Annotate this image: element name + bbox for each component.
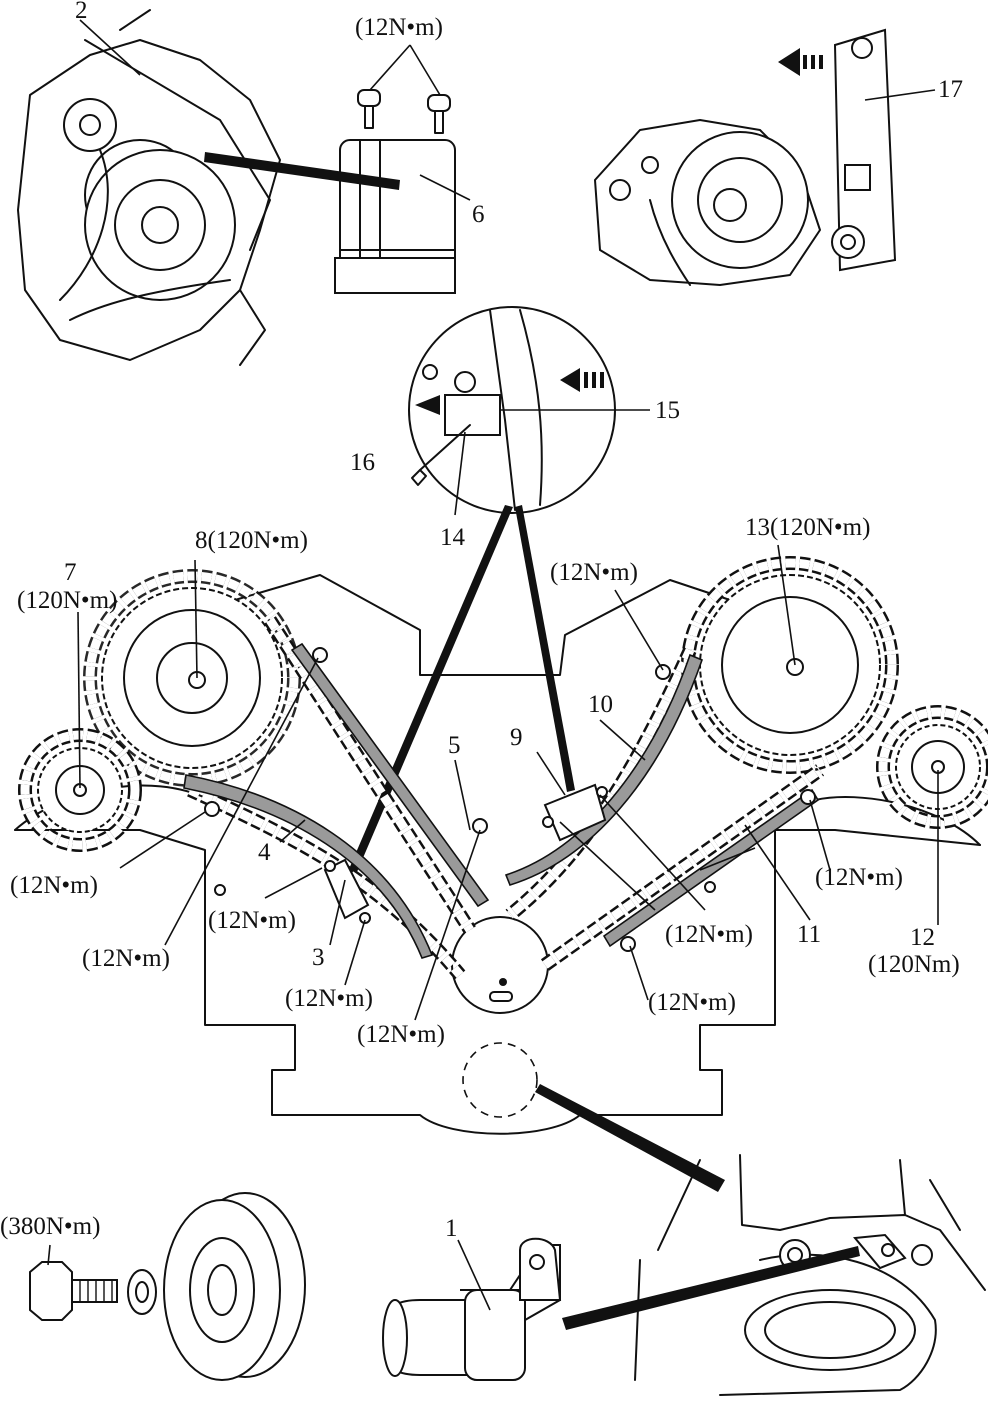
chain-guide-5 xyxy=(290,642,490,908)
callout-8: 8(120N•m) xyxy=(195,527,308,554)
crank-holding-tool: 1 xyxy=(382,1215,562,1381)
pointer-tool-to-mount xyxy=(562,1246,860,1330)
callout-7: 7 xyxy=(64,559,77,586)
torque-bolts-6: (12N•m) xyxy=(355,14,443,41)
callout-14: 14 xyxy=(440,524,466,551)
callout-15: 15 xyxy=(655,397,680,424)
torque-right-guide-11: (12N•m) xyxy=(815,864,903,891)
torque-guide-10-top: (12N•m) xyxy=(550,559,638,586)
callout-9: 9 xyxy=(510,724,523,751)
callout-4: 4 xyxy=(258,839,271,866)
left-small-sprocket xyxy=(37,747,123,833)
callout-2: 2 xyxy=(75,0,88,24)
right-camshaft-sprocket xyxy=(699,574,881,756)
callout-16: 16 xyxy=(350,449,375,476)
tensioner-lock-detail: 15 16 14 xyxy=(350,306,680,551)
crank-pulley xyxy=(163,1192,306,1381)
chain-guide-4 xyxy=(183,774,434,959)
pulley-bolt xyxy=(29,1261,118,1321)
crank-pulley-detail: (380N•m) xyxy=(0,1192,306,1381)
left-camshaft-sprocket xyxy=(101,587,283,769)
bolt-right xyxy=(427,94,451,134)
torque-right-lower: (12N•m) xyxy=(648,989,736,1016)
tensioner-9 xyxy=(542,783,608,842)
pointer-to-crank-detail xyxy=(535,1084,725,1192)
crank-mount-detail xyxy=(634,1154,986,1396)
torque-guide-10-lower: (12N•m) xyxy=(665,921,753,948)
torque-7: (120N•m) xyxy=(17,587,117,614)
bolt-left xyxy=(357,89,381,129)
torque-guide-5-lower: (12N•m) xyxy=(357,1021,445,1048)
callout-10: 10 xyxy=(588,691,613,718)
torque-tensioner-3-lower: (12N•m) xyxy=(285,985,373,1012)
torque-left-lower: (12N•m) xyxy=(82,945,170,972)
callout-6: 6 xyxy=(472,201,485,228)
top-left-detail: 2 (12N•m) 6 xyxy=(17,0,485,366)
callout-13: 13(120N•m) xyxy=(745,514,870,541)
pointer-to-tensioner-9 xyxy=(515,505,575,792)
callout-3: 3 xyxy=(312,944,325,971)
pointer-to-tensioner-3 xyxy=(337,505,513,900)
top-right-detail: 17 xyxy=(594,28,963,286)
tensioner-3 xyxy=(323,858,371,924)
chain-guide-11 xyxy=(602,788,820,948)
torque-12: (120Nm) xyxy=(868,951,960,978)
callout-17: 17 xyxy=(938,76,963,103)
callout-5: 5 xyxy=(448,732,461,759)
torque-left-guide-4: (12N•m) xyxy=(10,872,98,899)
callout-11: 11 xyxy=(797,921,821,948)
right-small-sprocket xyxy=(895,724,981,810)
torque-pulley: (380N•m) xyxy=(0,1213,100,1240)
torque-tensioner-3-upper: (12N•m) xyxy=(208,907,296,934)
callout-12: 12 xyxy=(910,924,935,951)
engine-front-view: 8(120N•m) 7 (120N•m) 13(120N•m) (12N•m) … xyxy=(10,514,988,1135)
callout-1: 1 xyxy=(445,1215,458,1242)
